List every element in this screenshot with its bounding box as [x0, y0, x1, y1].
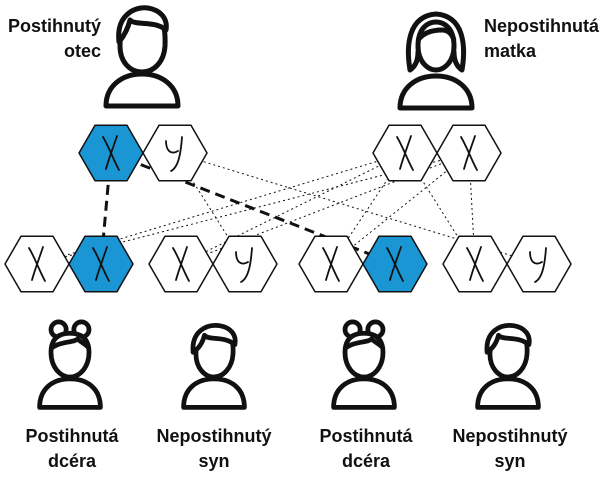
- child-1-chromosome-x-2: [68, 235, 134, 293]
- child-1-chromosome-x-1: [4, 235, 70, 293]
- father-chromosome-y-2: [142, 124, 208, 182]
- child-2-chromosome-x-1: [148, 235, 214, 293]
- child-label-4: Nepostihnutý syn: [444, 424, 576, 474]
- child-2-line2: syn: [198, 451, 230, 471]
- child-4-chromosome-y-2: [506, 235, 572, 293]
- inheritance-line-10: [174, 152, 540, 265]
- mother-chromosome-x-2: [436, 124, 502, 182]
- inheritance-line-2: [180, 152, 406, 265]
- mother-label: Nepostihnutá matka: [484, 14, 599, 64]
- girl-person-icon: [40, 322, 101, 408]
- girl-person-icon: [334, 322, 395, 408]
- inheritance-line-8: [468, 152, 476, 265]
- child-3-chromosome-x-1: [298, 235, 364, 293]
- boy-person-icon: [478, 325, 539, 407]
- mother-chromosome-x-1: [372, 124, 438, 182]
- child-3-chromosome-x-2: [362, 235, 428, 293]
- father-label: Postihnutý otec: [8, 14, 101, 64]
- mother-label-line1: Nepostihnutá: [484, 16, 599, 36]
- father-chromosome-x-1: [78, 124, 144, 182]
- child-3-line1: Postihnutá: [319, 426, 413, 446]
- child-4-line2: syn: [494, 451, 526, 471]
- child-2-line1: Nepostihnutý: [156, 426, 272, 446]
- child-1-line1: Postihnutá: [25, 426, 119, 446]
- female-person-icon: [400, 14, 472, 108]
- mother-label-line2: matka: [484, 41, 537, 61]
- people-icons: [40, 8, 539, 408]
- father-label-line1: Postihnutý: [8, 16, 101, 36]
- father-label-line2: otec: [63, 41, 101, 61]
- male-person-icon: [106, 8, 178, 106]
- child-label-2: Nepostihnutý syn: [148, 424, 280, 474]
- child-4-line1: Nepostihnutý: [452, 426, 568, 446]
- child-3-line2: dcéra: [341, 451, 391, 471]
- child-label-3: Postihnutá dcéra: [300, 424, 432, 474]
- chromosome-groups: [4, 124, 572, 293]
- child-4-chromosome-x-1: [442, 235, 508, 293]
- child-2-chromosome-y-2: [212, 235, 278, 293]
- child-label-1: Postihnutá dcéra: [6, 424, 138, 474]
- boy-person-icon: [184, 325, 245, 407]
- child-1-line2: dcéra: [47, 451, 97, 471]
